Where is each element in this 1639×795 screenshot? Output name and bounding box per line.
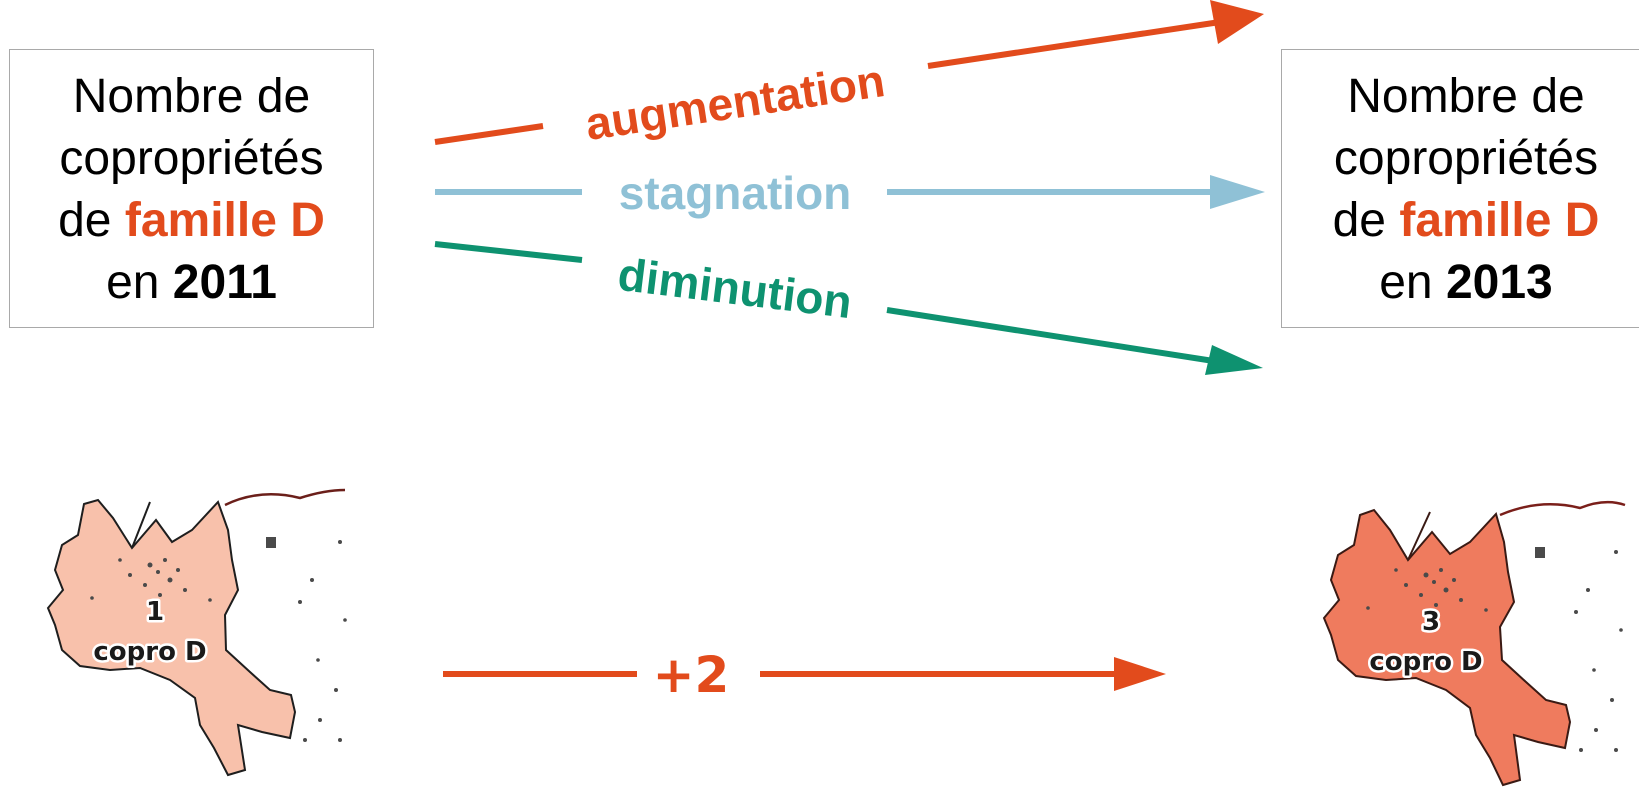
box-2013: Nombre de copropriétés de famille D en 2… (1281, 49, 1639, 328)
arrow-change: +2 (443, 646, 1166, 704)
box-2011-year: 2011 (172, 256, 277, 309)
box-2011-line4: en 2011 (10, 252, 373, 314)
box-2011-line3-prefix: de (58, 194, 125, 247)
box-2013-family: famille D (1399, 194, 1600, 247)
arrow-decrease: diminution (434, 241, 1263, 375)
label-stable: stagnation (619, 167, 852, 219)
box-2013-year: 2013 (1445, 256, 1553, 309)
arrow-stable: stagnation (435, 167, 1265, 219)
map-2011: 1 copro D (46, 488, 347, 777)
map-2011-outline (46, 498, 297, 777)
map-2011-count: 1 (146, 597, 164, 627)
change-label: +2 (653, 646, 730, 704)
box-2011-line3: de famille D (10, 190, 373, 252)
map-2013-border-line (1499, 500, 1626, 517)
arrow-increase: augmentation (434, 0, 1264, 150)
box-2013-line3: de famille D (1282, 190, 1639, 252)
box-2013-line4-prefix: en (1379, 256, 1446, 309)
map-2011-label: copro D (93, 637, 206, 667)
label-increase: augmentation (582, 54, 888, 150)
box-2011-line1: Nombre de (72, 70, 311, 123)
box-2011-line4-prefix: en (106, 256, 173, 309)
map-2013-count: 3 (1422, 607, 1440, 637)
box-2013-line4: en 2013 (1282, 252, 1639, 314)
map-2013-label: copro D (1369, 647, 1482, 677)
arrowhead-stable (1210, 175, 1265, 209)
box-2013-line2: copropriétés (1333, 132, 1599, 185)
box-2013-line1: Nombre de (1347, 70, 1585, 123)
map-2011-border-line (224, 488, 346, 507)
box-2013-line3-prefix: de (1332, 194, 1400, 247)
arrowhead-decrease (1205, 345, 1263, 375)
box-2011: Nombre de copropriétés de famille D en 2… (9, 49, 374, 328)
arrowhead-increase (1210, 0, 1264, 44)
box-2011-line2: copropriétés (59, 132, 324, 185)
arrowhead-change (1114, 657, 1166, 691)
label-decrease: diminution (615, 248, 855, 328)
box-2011-family: famille D (124, 194, 325, 247)
map-2013: 3 copro D (1322, 500, 1626, 787)
map-2013-outline (1322, 508, 1572, 787)
